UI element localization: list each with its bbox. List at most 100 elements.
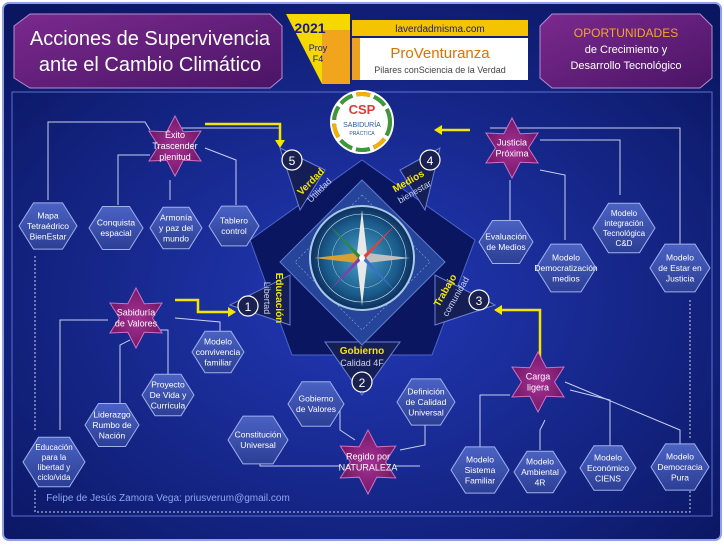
node-label-line: Modelo — [594, 452, 622, 462]
pillar-2-subtitle: Calidad 4F — [340, 358, 384, 368]
node-label-line: Democratización — [534, 263, 598, 273]
node-label-line: Nación — [99, 430, 126, 440]
hexagon-shape — [592, 202, 656, 254]
node-label-line: 4R — [535, 477, 546, 487]
pillar-5-number: 5 — [289, 154, 296, 168]
node-label-line: Económico — [587, 463, 629, 473]
node-label-line: Universal — [408, 407, 444, 417]
pillar-1: 1 Educación Libertad — [237, 273, 284, 323]
node-label-line: Tecnológica — [603, 229, 646, 238]
hexagon-shape — [287, 381, 345, 427]
node-label-line: Modelo — [611, 209, 638, 218]
node-label-line: NATURALEZA — [339, 463, 398, 473]
node-label-line: de Estar en — [658, 263, 702, 273]
hexagon-shape — [478, 220, 534, 264]
hexagon-shape — [84, 403, 140, 447]
year-badge: 2021 Proy F4 — [286, 14, 350, 84]
brand-tagline: Pilares conSciencia de la Verdad — [374, 65, 506, 75]
node-label-line: Rumbo de — [92, 420, 131, 430]
node-label-line: Modelo — [204, 336, 232, 346]
nodes-layer: MapaTetraédricoBienEstarConquistaespacia… — [18, 202, 711, 494]
node-label-line: De Vida y — [150, 390, 187, 400]
hexagon-shape — [579, 445, 637, 491]
node-label-line: para la — [42, 453, 67, 462]
hexagon-shape — [396, 378, 456, 426]
hexagon-shape — [141, 373, 195, 417]
node-label-line: y paz del — [159, 223, 193, 233]
node-label-line: convivencia — [196, 347, 241, 357]
pillar-3-number: 3 — [476, 294, 483, 308]
node-label-line: Tablero — [220, 216, 248, 226]
logo-word1: SABIDURÍA — [343, 120, 381, 129]
node-label-line: Constitución — [235, 430, 282, 440]
node-label-line: Ambiental — [521, 467, 559, 477]
pillar-2-title: Gobierno — [340, 346, 384, 357]
hexagon-shape — [149, 206, 203, 250]
node-label-line: Próxima — [495, 149, 528, 159]
node-label-line: Evaluación — [485, 232, 527, 242]
node-label-line: mundo — [163, 233, 189, 243]
dotted-connectors — [34, 255, 691, 513]
node-label-line: plenitud — [159, 152, 191, 162]
node-label-line: Modelo — [466, 454, 494, 464]
node-label-line: Justicia — [497, 138, 527, 148]
star-shape — [339, 428, 397, 496]
opportunities-title: OPORTUNIDADES — [574, 26, 678, 40]
node-label-line: Liderazgo — [93, 409, 131, 419]
node-label-line: Mapa — [37, 210, 59, 220]
star-shape — [109, 286, 163, 350]
proy-label: Proy — [309, 43, 328, 53]
csp-logo: CSP SABIDURÍA PRÁCTICA — [330, 90, 394, 154]
hexagon-shape — [22, 436, 86, 488]
node-label-line: Carga — [526, 372, 551, 382]
node-label-line: Universal — [240, 440, 276, 450]
node-label-line: ciclo/vida — [38, 473, 71, 482]
logo-acronym: CSP — [349, 102, 376, 117]
node-label-line: libertad y — [38, 463, 70, 472]
node-label-line: Proyecto — [151, 379, 185, 389]
node-label-line: BienEstar — [30, 231, 67, 241]
node-label-line: Trascender — [152, 141, 197, 151]
website-link[interactable]: laverdadmisma.com — [395, 24, 484, 35]
proy-code: F4 — [313, 54, 324, 64]
node-label-line: Democracia — [657, 462, 703, 472]
brand-name: ProVenturanza — [390, 45, 490, 62]
hexagon-shape — [513, 450, 567, 494]
node-label-line: medios — [552, 273, 579, 283]
node-label-line: Sabiduría — [117, 308, 156, 318]
pillar-2-number: 2 — [359, 376, 366, 390]
node-label-line: Familiar — [465, 475, 495, 485]
yellow-arrows — [175, 122, 542, 365]
hexagon-shape — [650, 443, 710, 491]
hexagon-shape — [227, 415, 289, 465]
hexagon-shape — [450, 446, 510, 494]
node-label-line: de Medios — [486, 242, 525, 252]
node-label-line: integración — [604, 219, 643, 228]
